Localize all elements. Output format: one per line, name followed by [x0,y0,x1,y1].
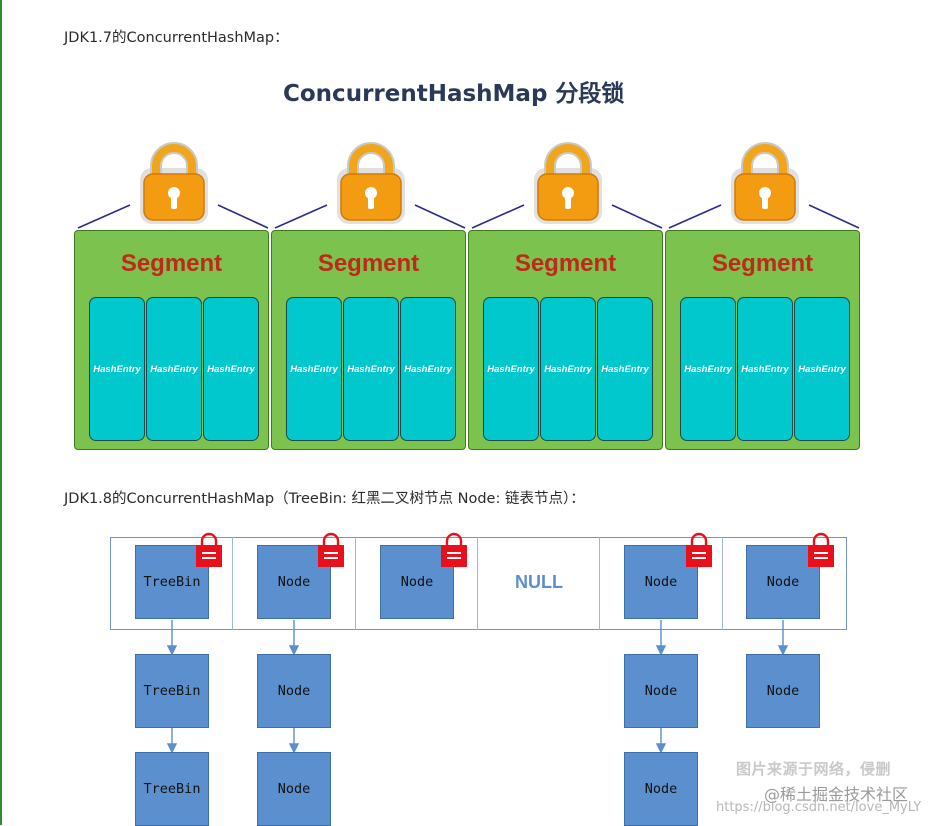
chain-node: Node [624,752,698,826]
padlock-icon [140,142,208,224]
watermark-source: 图片来源于网络，侵删 [736,760,892,778]
red-lock-icon [441,532,467,567]
hash-entry: HashEntry [483,297,539,441]
hash-entry: HashEntry [540,297,596,441]
hash-entry: HashEntry [794,297,850,441]
diagram-title: ConcurrentHashMap 分段锁 [283,81,625,107]
padlock-icon [337,142,405,224]
null-bucket-label: NULL [515,572,563,592]
chain-node: Node [746,654,820,728]
page-left-border [0,0,2,825]
bucket-cell [478,537,600,630]
bucket-head-node: Node [624,545,698,619]
hash-entry: HashEntry [680,297,736,441]
hash-entry: HashEntry [737,297,793,441]
caption-jdk17: JDK1.7的ConcurrentHashMap： [64,30,289,46]
chain-node: Node [257,654,331,728]
chain-node: TreeBin [135,654,209,728]
segment-box: Segment HashEntry HashEntry HashEntry [271,230,466,450]
red-lock-icon [196,532,222,567]
bucket-head-node: TreeBin [135,545,209,619]
watermark-url: https://blog.csdn.net/love_MyLY [716,800,922,815]
chain-node: Node [257,752,331,826]
bucket-cell [356,537,478,630]
hash-entry: HashEntry [400,297,456,441]
red-lock-icon [808,532,834,567]
padlock-icon [731,142,799,224]
bucket-cell [600,537,723,630]
caption-jdk18: JDK1.8的ConcurrentHashMap（TreeBin: 红黑二叉树节… [64,491,585,507]
bucket-head-node: Node [746,545,820,619]
segment-label: Segment [514,250,617,277]
chain-node: TreeBin [135,752,209,826]
red-lock-icon [686,532,712,567]
segment-box: Segment HashEntry HashEntry HashEntry [468,230,663,450]
hash-entry: HashEntry [146,297,202,441]
segment-label: Segment [711,250,814,277]
red-lock-icon [318,532,344,567]
chain-node: Node [624,654,698,728]
hash-entry: HashEntry [597,297,653,441]
bucket-cell [110,537,233,630]
hash-entry: HashEntry [286,297,342,441]
hash-entry: HashEntry [203,297,259,441]
hash-entry: HashEntry [89,297,145,441]
bucket-cell [233,537,356,630]
segment-box: Segment HashEntry HashEntry HashEntry [665,230,860,450]
padlock-icon [534,142,602,224]
segment-label: Segment [317,250,420,277]
watermark-community: @稀土掘金技术社区 [764,785,909,804]
hash-entry: HashEntry [343,297,399,441]
segment-label: Segment [120,250,223,277]
segment-box: Segment HashEntry HashEntry HashEntry [74,230,269,450]
